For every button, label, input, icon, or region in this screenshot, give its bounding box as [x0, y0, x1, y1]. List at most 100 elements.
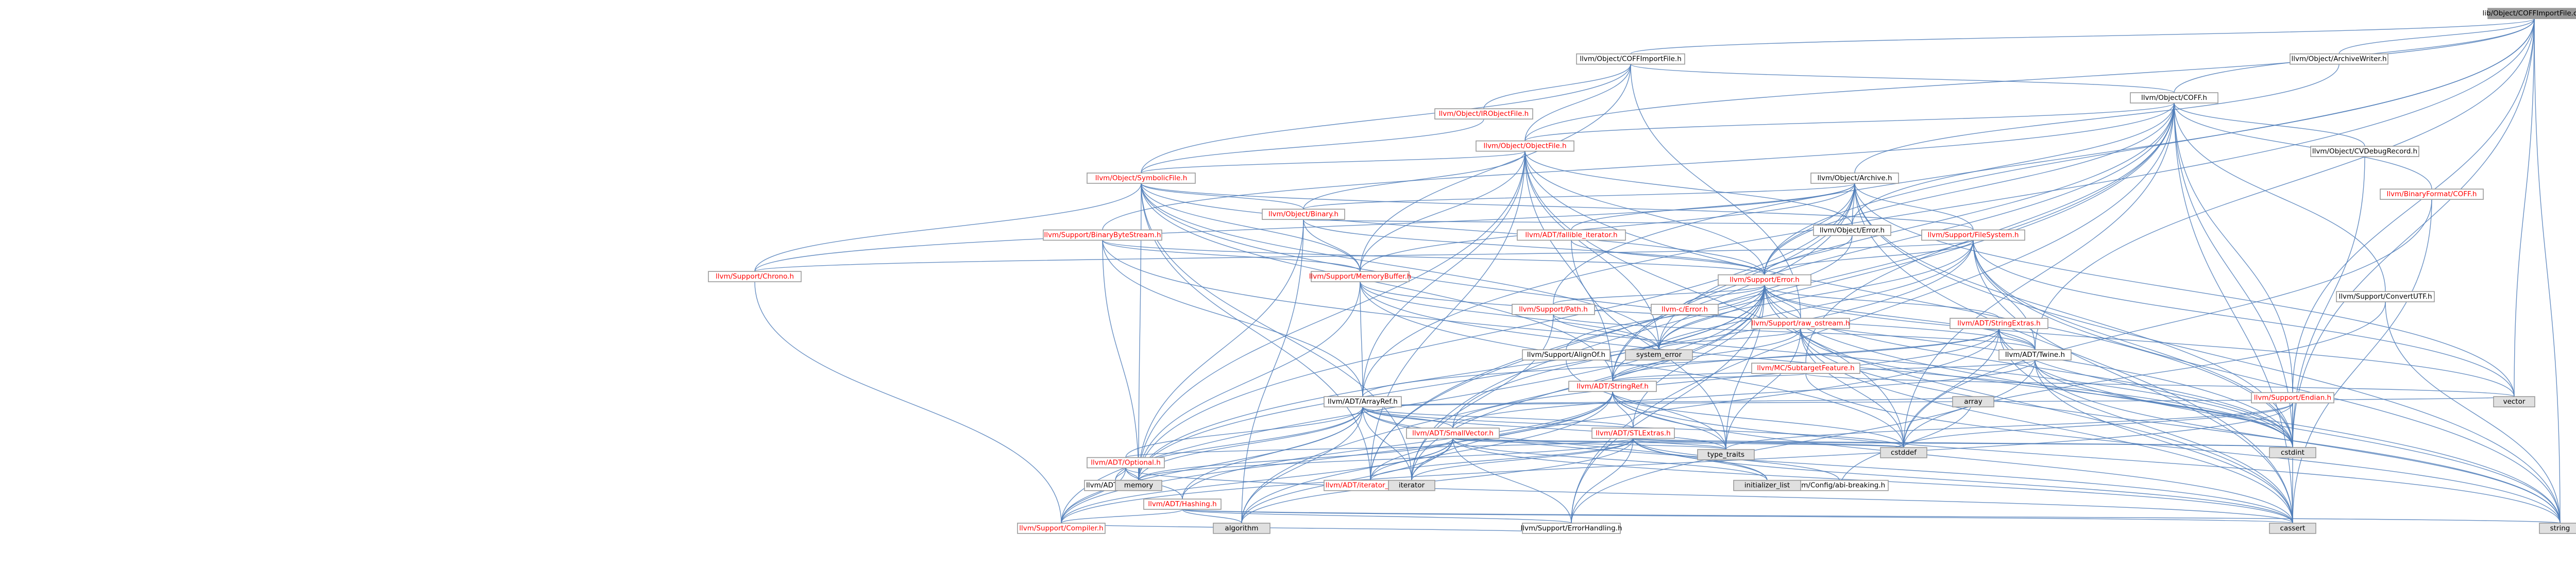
node-algorithm[interactable]: algorithm [1213, 523, 1270, 534]
edge-memorybuffer-to-arrayref [1360, 282, 1363, 397]
edge-coff_h-to-stringref [1612, 102, 2175, 382]
node-label-coff_h: llvm/Object/COFF.h [2141, 94, 2207, 102]
node-label-irobj: llvm/Object/IRObjectFile.h [1439, 110, 1529, 118]
node-hashing[interactable]: llvm/ADT/Hashing.h [1143, 498, 1222, 510]
node-rawostream[interactable]: llvm/Support/raw_ostream.h [1751, 318, 1850, 329]
node-stringref[interactable]: llvm/ADT/StringRef.h [1568, 381, 1657, 392]
node-cassert[interactable]: cassert [2269, 523, 2316, 534]
edge-stringextras-to-smallvector [1452, 329, 1999, 428]
node-objerror[interactable]: llvm/Object/Error.h [1813, 225, 1891, 236]
node-memorybuffer[interactable]: llvm/Support/MemoryBuffer.h [1309, 271, 1412, 282]
edge-symfile-to-system_error [1141, 183, 1659, 350]
node-iterator[interactable]: iterator [1388, 479, 1435, 491]
node-archwriter[interactable]: llvm/Object/ArchiveWriter.h [2290, 53, 2388, 65]
edge-errhandling-to-compiler [1061, 523, 1572, 534]
graph-nodes: lib/Object/COFFImportFile.cpp llvm/Object… [708, 8, 2576, 534]
node-smallvector[interactable]: llvm/ADT/SmallVector.h [1406, 427, 1500, 439]
node-coffimp_h[interactable]: llvm/Object/COFFImportFile.h [1576, 53, 1685, 65]
node-box-root [2487, 8, 2576, 20]
node-cvdebug[interactable]: llvm/Object/CVDebugRecord.h [2310, 146, 2419, 157]
edge-stringextras-to-cassert [1998, 329, 2293, 523]
edge-coff_h-to-iterator [1411, 102, 2175, 480]
node-label-stringref: llvm/ADT/StringRef.h [1577, 382, 1649, 390]
node-box-objfile [1476, 140, 1574, 152]
edge-coffimp_h-to-symfile [1141, 64, 1631, 174]
node-binbytestream[interactable]: llvm/Support/BinaryByteStream.h [1043, 229, 1162, 241]
node-binfmtcoff[interactable]: llvm/BinaryFormat/COFF.h [2380, 188, 2484, 200]
edge-rawostream-to-stringref [1612, 329, 1801, 382]
node-subtarget[interactable]: llvm/MC/SubtargetFeature.h [1751, 363, 1860, 374]
edge-binary-to-memorybuffer [1303, 219, 1361, 272]
edge-smallvector-to-type_traits [1452, 438, 1726, 450]
edge-root-to-twine [2035, 19, 2535, 350]
edge-memorybuffer-to-twine [1360, 281, 2036, 350]
node-chrono[interactable]: llvm/Support/Chrono.h [708, 271, 802, 282]
edge-stringref-to-string [1612, 391, 2561, 523]
node-compiler[interactable]: llvm/Support/Compiler.h [1017, 523, 1106, 534]
node-stlextras[interactable]: llvm/ADT/STLExtras.h [1591, 427, 1675, 439]
node-stringextras[interactable]: llvm/ADT/StringExtras.h [1950, 318, 2048, 329]
node-fallible[interactable]: llvm/ADT/fallible_iterator.h [1517, 229, 1626, 241]
node-vector[interactable]: vector [2493, 396, 2535, 408]
node-cerror[interactable]: llvm-c/Error.h [1651, 303, 1719, 315]
node-box-cerror [1651, 303, 1719, 315]
node-label-root: lib/Object/COFFImportFile.cpp [2483, 9, 2576, 18]
node-label-convertutf: llvm/Support/ConvertUTF.h [2338, 292, 2432, 301]
node-objfile[interactable]: llvm/Object/ObjectFile.h [1476, 140, 1574, 152]
edge-rawostream-to-system_error [1658, 328, 1801, 350]
node-alignof[interactable]: llvm/Support/AlignOf.h [1522, 349, 1611, 361]
node-string[interactable]: string [2539, 523, 2576, 534]
edge-stringextras-to-cstdint [1998, 329, 2293, 448]
node-archive[interactable]: llvm/Object/Archive.h [1810, 173, 1899, 184]
edge-stringextras-to-stringref [1612, 328, 1999, 382]
node-root[interactable]: lib/Object/COFFImportFile.cpp [2483, 8, 2576, 20]
node-label-endian: llvm/Support/Endian.h [2254, 393, 2331, 402]
node-type_traits[interactable]: type_traits [1697, 449, 1755, 460]
edge-root-to-objfile [1524, 19, 2535, 141]
edge-objfile-to-stringref [1524, 151, 1613, 382]
edge-root-to-cstdint [2292, 19, 2535, 448]
edge-archive-to-vector [1854, 183, 2515, 397]
node-symfile[interactable]: llvm/Object/SymbolicFile.h [1087, 173, 1196, 184]
node-cstdint[interactable]: cstdint [2269, 447, 2316, 458]
edge-endian-to-cstddef [1903, 403, 2293, 448]
node-irobj[interactable]: llvm/Object/IRObjectFile.h [1434, 108, 1533, 119]
edge-stlextras-to-errhandling [1571, 438, 1634, 523]
edge-supporterror-to-stringextras [1764, 285, 1999, 319]
node-label-binfmtcoff: llvm/BinaryFormat/COFF.h [2387, 190, 2477, 198]
node-optional[interactable]: llvm/ADT/Optional.h [1087, 457, 1165, 469]
node-label-system_error: system_error [1636, 351, 1682, 359]
node-array[interactable]: array [1952, 396, 1994, 408]
edge-stringref-to-type_traits [1612, 391, 1726, 450]
edge-configbreak-to-array [1839, 397, 1974, 491]
node-twine[interactable]: llvm/ADT/Twine.h [1998, 349, 2072, 361]
edge-root-to-coffimp_h [1630, 18, 2535, 55]
graph-edges [754, 18, 2561, 534]
edge-hashing-to-string [1182, 509, 2561, 524]
node-box-coffimp_h [1576, 53, 1685, 65]
node-configbreak[interactable]: llvm/Config/abi-breaking.h [1790, 479, 1889, 491]
node-box-smallvector [1406, 427, 1500, 439]
node-memory[interactable]: memory [1115, 479, 1162, 491]
edge-symfile-to-cstdint [1141, 183, 2293, 448]
edge-symfile-to-chrono [754, 183, 1142, 272]
edge-stlextras-to-itrange [1370, 438, 1634, 480]
node-binary[interactable]: llvm/Object/Binary.h [1262, 209, 1345, 220]
node-filesystem[interactable]: llvm/Support/FileSystem.h [1921, 229, 2025, 241]
node-convertutf[interactable]: llvm/Support/ConvertUTF.h [2336, 291, 2435, 302]
node-label-archive: llvm/Object/Archive.h [1817, 174, 1892, 182]
node-path[interactable]: llvm/Support/Path.h [1512, 303, 1595, 315]
node-errhandling[interactable]: llvm/Support/ErrorHandling.h [1520, 523, 1622, 534]
node-coff_h[interactable]: llvm/Object/COFF.h [2130, 92, 2218, 104]
edge-binbytestream-to-memorybuffer [1102, 240, 1361, 272]
node-cstddef[interactable]: cstddef [1880, 447, 1927, 458]
node-arrayref[interactable]: llvm/ADT/ArrayRef.h [1324, 396, 1402, 408]
edge-memorybuffer-to-memory [1138, 282, 1361, 480]
node-endian[interactable]: llvm/Support/Endian.h [2251, 392, 2334, 404]
node-label-string: string [2550, 524, 2570, 532]
edge-memorybuffer-to-system_error [1360, 282, 1659, 350]
node-initializer_list[interactable]: initializer_list [1733, 479, 1801, 491]
node-supporterror[interactable]: llvm/Support/Error.h [1718, 274, 1811, 286]
node-box-objerror [1813, 225, 1891, 236]
node-system_error[interactable]: system_error [1625, 349, 1693, 361]
